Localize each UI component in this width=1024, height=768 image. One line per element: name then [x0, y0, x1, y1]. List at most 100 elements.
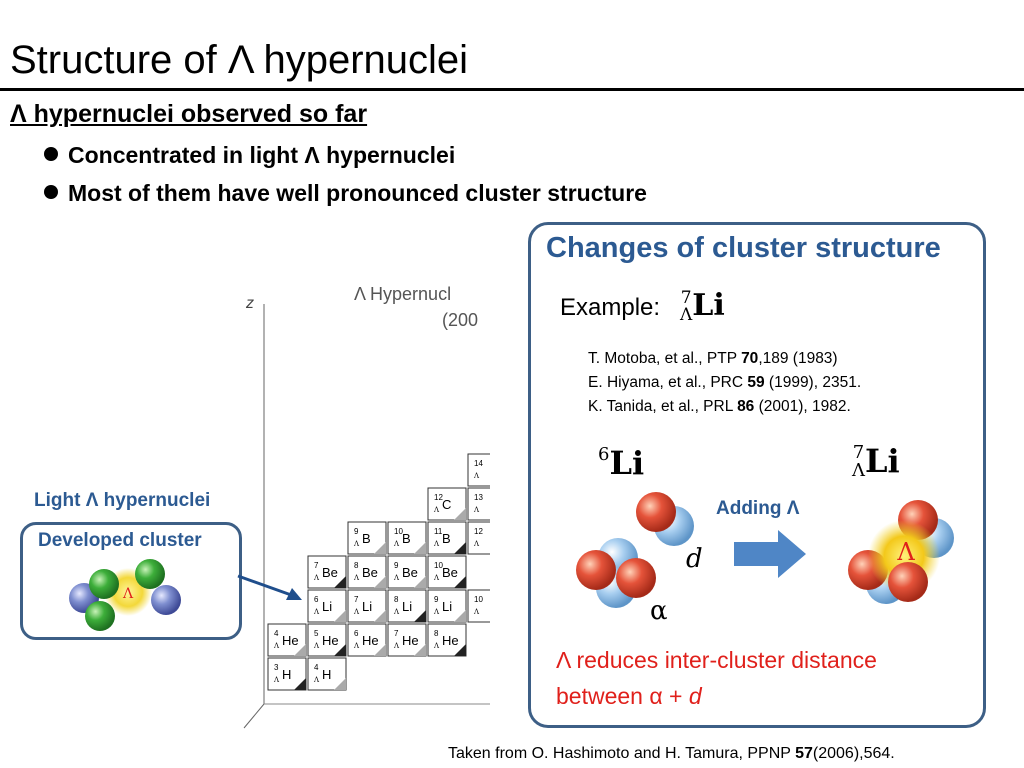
cluster-change-title: Changes of cluster structure	[546, 232, 941, 264]
chart-cell-mass: 6	[314, 595, 319, 604]
reference-text: (1999), 2351.	[764, 374, 862, 391]
citation-volume: 57	[795, 745, 813, 762]
chart-cell-corner	[374, 576, 386, 588]
example-nucleus: 7 Λ Li	[680, 288, 725, 324]
n-axis-line	[243, 703, 265, 729]
chart-cell-box	[467, 487, 490, 521]
source-citation: Taken from O. Hashimoto and H. Tamura, P…	[448, 745, 895, 763]
chart-cell-symbol: H	[322, 667, 331, 682]
chart-cell-corner	[294, 644, 306, 656]
chart-cell-mass: 5	[314, 629, 319, 638]
chart-cell-symbol: He	[362, 633, 379, 648]
element-symbol: Li	[692, 288, 725, 323]
developed-cluster-box	[20, 522, 242, 640]
lambda-subscript: Λ	[852, 460, 865, 481]
chart-cell-corner	[334, 678, 346, 690]
conclusion-line2-text: between α +	[556, 683, 689, 709]
section-heading: Λ hypernuclei observed so far	[10, 100, 368, 128]
chart-cell-mass: 7	[354, 595, 359, 604]
right-arrow-icon	[734, 530, 806, 578]
reference-volume: 59	[747, 374, 765, 391]
chart-cell-corner	[454, 576, 466, 588]
developed-cluster-illustration: Λ	[69, 559, 181, 631]
chart-cell-symbol: Be	[362, 565, 378, 580]
chart-cell-lambda: Λ	[393, 574, 400, 582]
slide-title: Structure of Λ hypernuclei	[10, 38, 469, 82]
chart-cell-lambda: Λ	[433, 642, 440, 650]
reference-text: K. Tanida, et al., PRL	[588, 398, 738, 415]
chart-cell-mass: 6	[354, 629, 359, 638]
chart-cell-lambda: Λ	[393, 608, 400, 616]
chart-cell-mass: 8	[354, 561, 359, 570]
chart-cell-mass: 9	[394, 561, 399, 570]
chart-cell-symbol: Be	[442, 565, 458, 580]
citation-text: Taken from O. Hashimoto and H. Tamura, P…	[448, 745, 796, 762]
chart-cell-lambda: Λ	[473, 472, 480, 480]
chart-cell-lambda: Λ	[353, 642, 360, 650]
cluster-change-box	[528, 222, 986, 728]
chart-cell-lambda: Λ	[273, 642, 280, 650]
chart-cell-symbol: He	[402, 633, 419, 648]
element-symbol: Li	[865, 442, 900, 480]
reference-text: ,189 (1983)	[758, 350, 838, 367]
adding-lambda-label: Adding Λ	[716, 498, 800, 519]
chart-cell-mass: 9	[354, 527, 359, 536]
li7-lambda-cluster-illustration: Λ	[848, 500, 954, 604]
lambda-symbol: Λ	[896, 538, 915, 566]
li7-lambda-label: 7 Λ Li	[852, 442, 900, 480]
chart-cell-lambda: Λ	[473, 540, 480, 548]
pointer-arrow	[237, 574, 302, 600]
reference-text: T. Motoba, et al., PTP	[588, 350, 742, 367]
proton-ball	[85, 601, 115, 631]
chart-cell: 10Λ	[467, 589, 490, 623]
chart-cell-lambda: Λ	[313, 676, 320, 684]
bullet-text: Most of them have well pronounced cluste…	[68, 180, 647, 206]
developed-cluster-label: Developed cluster	[38, 530, 202, 551]
chart-cell-symbol: Li	[402, 599, 412, 614]
conclusion-line2-d: d	[688, 683, 702, 709]
chart-cell-symbol: B	[402, 531, 411, 546]
reference-volume: 86	[737, 398, 755, 415]
chart-cell-lambda: Λ	[433, 540, 440, 548]
chart-cell-mass: 10	[394, 527, 403, 536]
z-axis-label: z	[245, 295, 254, 312]
reference-text: E. Hiyama, et al., PRC	[588, 374, 748, 391]
mass-number: 7	[680, 288, 692, 308]
chart-cell-lambda: Λ	[353, 540, 360, 548]
chart-cell-corner	[374, 610, 386, 622]
chart-cell-mass: 4	[274, 629, 279, 638]
proton-ball	[576, 550, 616, 590]
reference-item: E. Hiyama, et al., PRC 59 (1999), 2351.	[588, 374, 861, 392]
chart-cell-corner	[454, 508, 466, 520]
chart-cell-lambda: Λ	[313, 642, 320, 650]
chart-cell-corner	[334, 644, 346, 656]
chart-cell: 14Λ	[467, 453, 490, 487]
reference-item: K. Tanida, et al., PRL 86 (2001), 1982.	[588, 398, 851, 416]
chart-cell-symbol: Li	[362, 599, 372, 614]
bullet-dot-icon	[44, 185, 58, 199]
chart-cell-symbol: He	[442, 633, 459, 648]
chart-cell-lambda: Λ	[473, 608, 480, 616]
chart-cell-mass: 8	[394, 595, 399, 604]
chart-title-line2: (200	[442, 310, 478, 330]
bullet-text: Concentrated in light Λ hypernuclei	[68, 142, 456, 168]
chart-cell-symbol: Be	[402, 565, 418, 580]
li6-cluster-illustration	[576, 492, 694, 608]
chart-cell-mass: 10	[434, 561, 443, 570]
chart-cell: 13Λ	[467, 487, 490, 521]
reference-volume: 70	[741, 350, 759, 367]
proton-ball	[89, 569, 119, 599]
chart-cell-corner	[454, 542, 466, 554]
chart-cell-mass: 12	[474, 527, 483, 536]
chart-cell-mass: 7	[394, 629, 399, 638]
chart-cell-mass: 10	[474, 595, 483, 604]
citation-text: (2006),564.	[812, 745, 895, 762]
chart-cell-box	[467, 521, 490, 555]
